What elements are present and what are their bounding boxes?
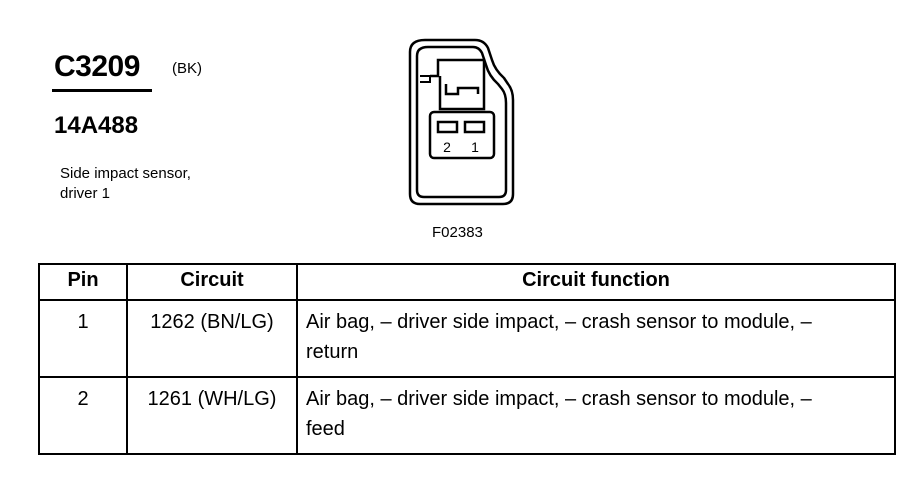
- circuit-cell: 1262 (BN/LG): [126, 299, 298, 378]
- header-circuit-function: Circuit function: [296, 263, 896, 301]
- table-header-row: Pin Circuit Circuit function: [38, 263, 896, 301]
- function-line-1: Air bag, – driver side impact, – crash s…: [306, 388, 812, 410]
- circuit-cell: 1261 (WH/LG): [126, 376, 298, 455]
- terminal-cavity-body: [428, 110, 496, 160]
- connector-description: Side impact sensor, driver 1: [60, 164, 191, 204]
- connector-inner-shell: [415, 45, 508, 199]
- part-number: 14A488: [54, 112, 139, 139]
- description-line-2: driver 1: [60, 185, 111, 202]
- pin-2-cavity: [436, 120, 459, 134]
- pin-cell: 1: [38, 299, 128, 378]
- pin-1-cavity: [463, 120, 486, 134]
- function-cell: Air bag, – driver side impact, – crash s…: [296, 299, 896, 378]
- pin-1-label: 1: [471, 139, 479, 155]
- header-circuit: Circuit: [126, 263, 298, 301]
- locking-tab-notch: [444, 84, 480, 96]
- title-underline: [52, 89, 152, 92]
- figure-reference: F02383: [432, 224, 483, 241]
- locking-tab: [430, 58, 486, 111]
- header-pin: Pin: [38, 263, 128, 301]
- function-line-2: feed: [306, 418, 345, 440]
- table-row: 2 1261 (WH/LG) Air bag, – driver side im…: [38, 376, 896, 455]
- latch-step: [420, 75, 431, 83]
- table-row: 1 1262 (BN/LG) Air bag, – driver side im…: [38, 299, 896, 378]
- function-line-1: Air bag, – driver side impact, – crash s…: [306, 311, 812, 333]
- connector-outer-shell: [408, 38, 515, 206]
- connector-color: (BK): [172, 60, 202, 77]
- function-line-2: return: [306, 341, 359, 363]
- pin-2-label: 2: [443, 139, 451, 155]
- connector-diagram: 2 1: [408, 38, 515, 206]
- connector-id: C3209: [54, 50, 140, 83]
- pin-cell: 2: [38, 376, 128, 455]
- pinout-table: Pin Circuit Circuit function 1 1262 (BN/…: [38, 263, 896, 455]
- function-cell: Air bag, – driver side impact, – crash s…: [296, 376, 896, 455]
- description-line-1: Side impact sensor,: [60, 165, 191, 182]
